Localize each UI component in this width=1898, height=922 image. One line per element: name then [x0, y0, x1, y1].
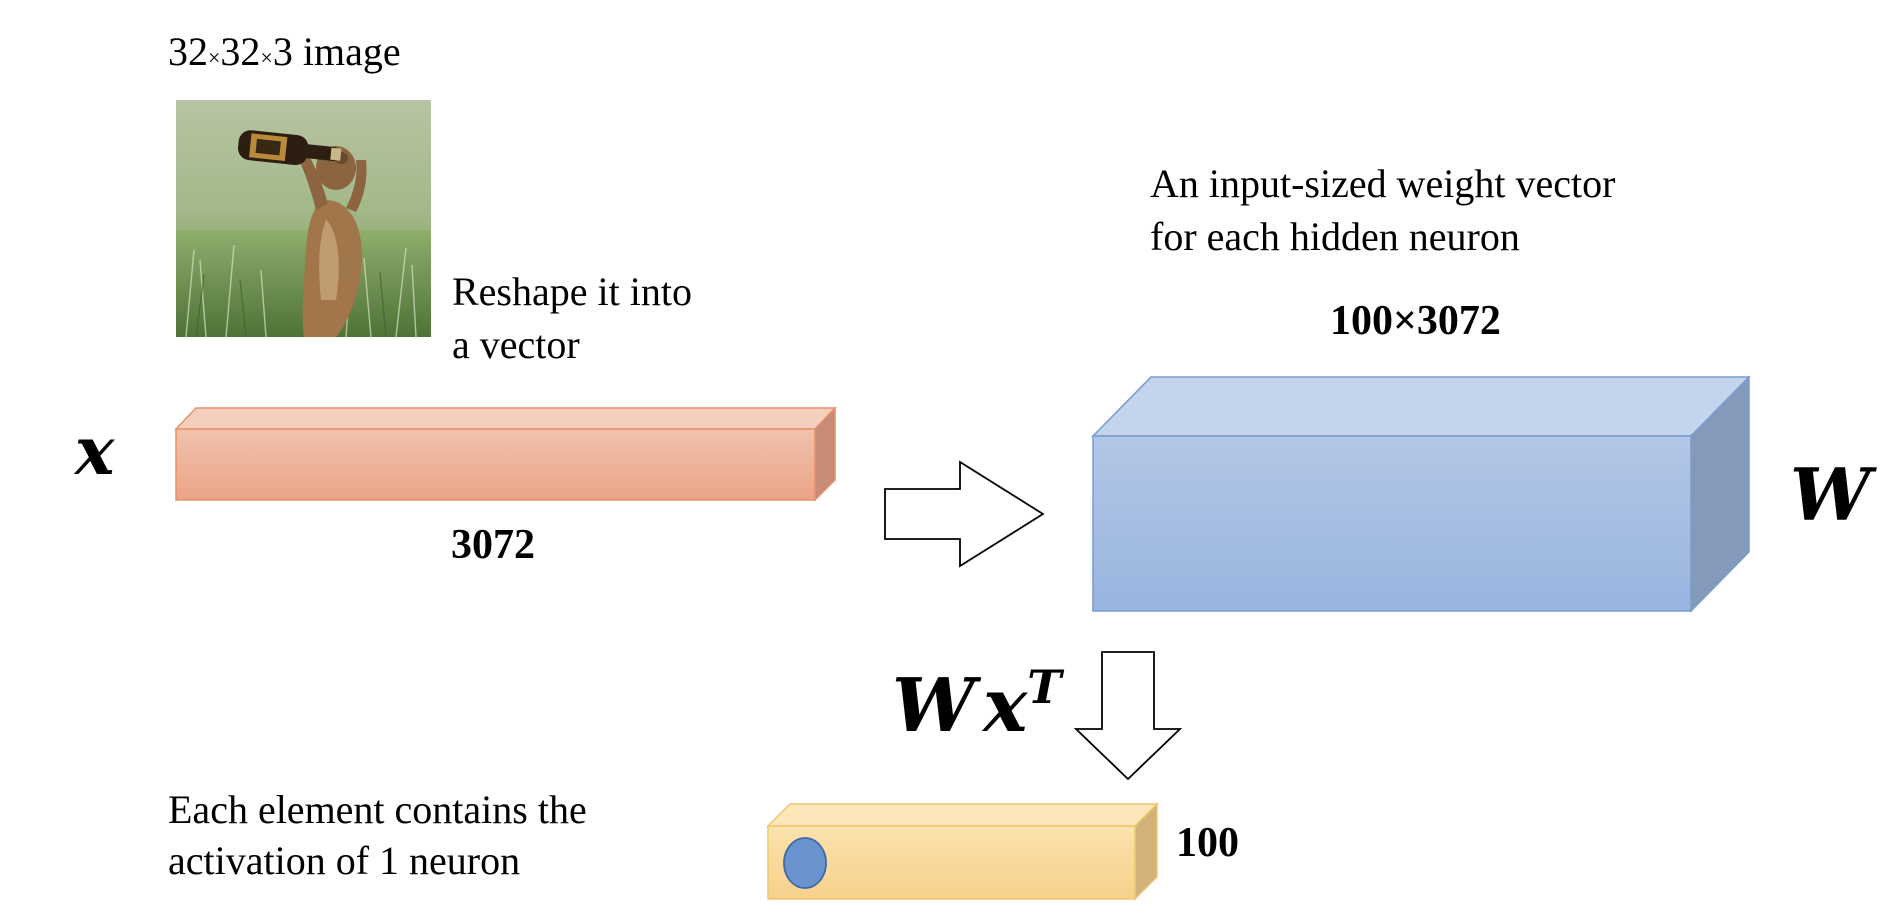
times-sign: ×: [208, 45, 221, 70]
weight-matrix-block: [1091, 375, 1751, 613]
neuron-element: [783, 837, 827, 889]
animal-photo-illustration: [176, 100, 431, 337]
weight-caption: An input-sized weight vector for each hi…: [1150, 161, 1616, 260]
element-note-line-2: activation of 1 neuron: [168, 837, 521, 883]
transpose-superscript: T: [1027, 660, 1062, 714]
input-size-label: 3072: [451, 522, 535, 568]
image-word: image: [292, 29, 401, 74]
image-caption: 32×32×3 image: [168, 29, 401, 75]
dim-a: 32: [168, 29, 208, 74]
output-size-label: 100: [1176, 820, 1239, 866]
input-vector-bar: [174, 406, 837, 502]
times-sign: ×: [260, 45, 273, 70]
weight-caption-line-2: for each hidden neuron: [1150, 213, 1520, 259]
right-arrow: [884, 460, 1045, 568]
reshape-line-1: Reshape it into: [452, 269, 692, 314]
product-w: W: [892, 663, 976, 749]
reshape-line-2: a vector: [452, 321, 580, 367]
weight-caption-line-1: An input-sized weight vector: [1150, 161, 1616, 206]
weight-matrix-symbol: W: [1790, 452, 1871, 537]
input-vector-symbol: x: [75, 412, 115, 490]
weight-size-label: 100×3072: [1330, 298, 1501, 344]
dim-c: 3: [272, 29, 293, 74]
element-note: Each element contains the activation of …: [168, 787, 587, 884]
dim-b: 32: [220, 29, 261, 74]
element-note-line-1: Each element contains the: [168, 787, 587, 832]
output-vector-bar: [766, 802, 1159, 901]
product-x: x: [983, 663, 1028, 749]
down-arrow: [1073, 651, 1183, 781]
reshape-label: Reshape it into a vector: [452, 269, 692, 368]
input-photo: [176, 100, 431, 337]
